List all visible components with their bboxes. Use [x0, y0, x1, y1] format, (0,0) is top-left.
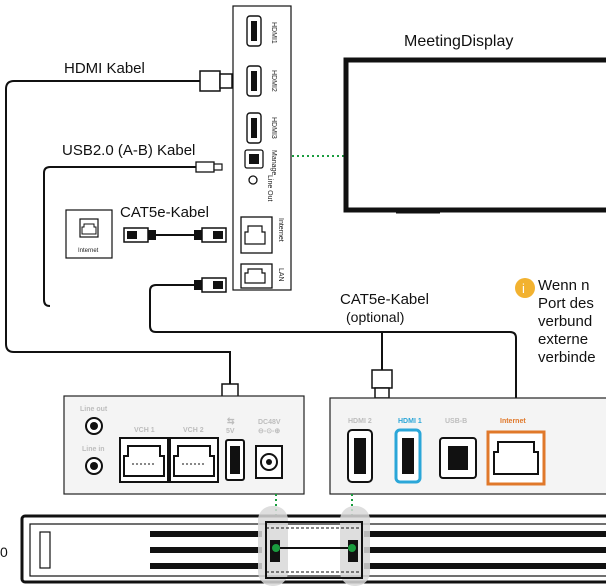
hdmi-plug-top — [199, 70, 233, 92]
left-line-out-jack-core — [90, 422, 98, 430]
hdmi-cable-label: HDMI Kabel — [64, 60, 145, 77]
usb-cable-label: USB2.0 (A-B) Kabel — [62, 142, 195, 159]
note-line-5: verbinde — [538, 349, 596, 366]
note-info-icon-glyph: i — [522, 281, 525, 296]
cat5e-optional-label: (optional) — [346, 309, 404, 325]
panel-manage-usb-port — [244, 149, 264, 169]
cat5e-optional-line — [149, 284, 517, 404]
meeting-display-screen — [343, 57, 606, 213]
cat5e-cable-label-2: CAT5e-Kabel — [340, 291, 429, 308]
right-usb-b-port — [439, 437, 477, 479]
panel-line-out-jack — [248, 175, 258, 185]
left-vch1-port — [119, 437, 169, 483]
usb-plug — [195, 161, 223, 173]
right-hdmi1-port — [394, 428, 422, 484]
hdmi-cable-line — [5, 80, 231, 384]
right-label-usb-b: USB-B — [445, 418, 467, 425]
meeting-display-label: MeetingDisplay — [404, 33, 513, 50]
left-label-line-in: Line in — [82, 446, 105, 453]
right-label-hdmi1: HDMI 1 — [398, 418, 422, 425]
right-label-hdmi2: HDMI 2 — [348, 418, 372, 425]
left-dc-power-port — [255, 445, 283, 479]
hdmi-plug-right-box — [371, 332, 393, 399]
left-vch2-port — [169, 437, 219, 483]
panel-label-hdmi3: HDMI3 — [270, 117, 277, 139]
panel-label-manage: Manage — [270, 150, 277, 175]
note-line-3: verbund — [538, 313, 592, 330]
left-usb-symbol: ⇆ — [227, 416, 235, 426]
left-line-in-jack-core — [90, 462, 98, 470]
panel-label-line-out: Line Out — [266, 175, 273, 202]
right-hdmi2-port — [347, 429, 373, 483]
panel-label-hdmi1: HDMI1 — [270, 22, 277, 44]
right-internet-port — [486, 430, 546, 486]
bar-label-partial: 0 — [0, 544, 8, 560]
left-label-vch2: VCH 2 — [183, 427, 204, 434]
soundbar-end-cap — [39, 531, 51, 569]
wall-internet-label: Internet — [78, 248, 99, 254]
note-line-4: externe — [538, 331, 588, 348]
panel-hdmi1-port — [246, 15, 262, 47]
panel-label-hdmi2: HDMI2 — [270, 70, 277, 92]
left-label-5v: 5V — [226, 428, 235, 435]
note-line-2: Port des — [538, 295, 594, 312]
cat5e-cable-label-1: CAT5e-Kabel — [120, 204, 209, 221]
panel-label-internet: Internet — [277, 218, 284, 242]
left-label-vch1: VCH 1 — [134, 427, 155, 434]
bracket-connection-dot-right — [348, 544, 356, 552]
left-label-dc48v: DC48V — [258, 419, 281, 426]
left-dc-polarity: ⊖-⊙-⊕ — [258, 428, 280, 435]
panel-hdmi2-port — [246, 65, 262, 97]
cat5e-plug-left — [123, 227, 156, 243]
left-label-line-out: Line out — [80, 406, 108, 413]
panel-lan-port — [240, 263, 273, 289]
right-label-internet: Internet — [500, 418, 526, 425]
usb-cable-line — [43, 166, 196, 307]
cat5e-plug-right — [194, 227, 227, 243]
cat5e-plug-lan — [194, 277, 227, 293]
note-info-icon — [515, 278, 535, 298]
left-usb-a-port — [225, 439, 245, 481]
note-line-1: Wenn n — [538, 277, 589, 294]
bracket-connection-dot-left — [272, 544, 280, 552]
panel-internet-port — [240, 216, 273, 254]
wall-jack-socket-shape — [81, 223, 97, 235]
panel-label-lan: LAN — [277, 268, 284, 282]
panel-hdmi3-port — [246, 112, 262, 144]
soundbar-grille — [150, 531, 606, 569]
